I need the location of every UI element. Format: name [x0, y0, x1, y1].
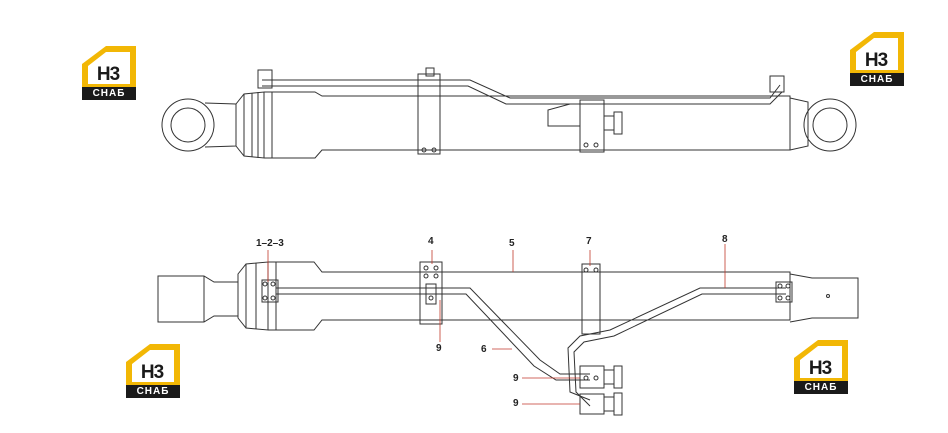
- right-rod-eye-bore: [812, 107, 848, 143]
- watermark-logo-bottom-right: H3 СНАБ: [790, 338, 852, 396]
- logo-mark: H3: [808, 358, 832, 379]
- logo-house-icon: [850, 32, 904, 74]
- callout-5: 5: [509, 238, 515, 249]
- bottom-clamp-4: [419, 261, 443, 325]
- callout-6: 6: [481, 344, 487, 355]
- logo-mark: H3: [864, 50, 888, 71]
- left-eye-neck: [204, 102, 237, 148]
- top-pipe-inner: [262, 85, 783, 105]
- top-gland: [235, 91, 265, 159]
- left-rod-eye: [161, 98, 215, 152]
- bottom-cylinder-view: [157, 261, 859, 416]
- left-rod-end: [157, 275, 239, 323]
- left-rod-eye-bore: [170, 107, 206, 143]
- top-pipe-fitting-left: [257, 69, 273, 89]
- logo-mark: H3: [140, 362, 164, 383]
- watermark-logo-top-right: H3 СНАБ: [846, 30, 908, 88]
- bottom-pipe-2: [567, 287, 786, 401]
- logo-brand: СНАБ: [82, 87, 136, 100]
- bottom-clamp-7: [581, 263, 601, 335]
- callout-8: 8: [722, 234, 728, 245]
- bottom-barrel: [268, 261, 791, 331]
- top-cylinder-view: [161, 67, 857, 159]
- callout-1-2-3: 1–2–3: [256, 238, 284, 249]
- bottom-valve-1: [579, 365, 605, 389]
- callout-9-clamp: 9: [436, 343, 442, 354]
- bottom-pipe-1: [276, 287, 590, 375]
- top-barrel: [264, 91, 791, 159]
- leader-lines: [267, 244, 726, 405]
- logo-brand: СНАБ: [850, 73, 904, 86]
- logo-house-icon: [82, 46, 136, 88]
- top-clamp-1: [417, 73, 441, 155]
- bottom-pipe-1-inner: [276, 293, 590, 381]
- watermark-logo-bottom-left: H3 СНАБ: [122, 342, 184, 400]
- logo-house-icon: [794, 340, 848, 382]
- callout-9-valve-2: 9: [513, 398, 519, 409]
- bottom-pipe-2-inner: [573, 293, 786, 407]
- right-rod-end: [789, 273, 859, 323]
- watermark-logo-top-left: H3 СНАБ: [78, 44, 140, 102]
- bottom-fitting-left: [261, 279, 279, 303]
- top-loop-pipe: [547, 103, 580, 127]
- logo-mark: H3: [96, 64, 120, 85]
- right-eye-neck: [789, 97, 809, 151]
- callout-7: 7: [586, 236, 592, 247]
- bottom-fitting-right: [775, 281, 793, 303]
- top-pipe: [262, 79, 781, 99]
- right-rod-eye: [803, 98, 857, 152]
- callout-9-valve-1: 9: [513, 373, 519, 384]
- top-pipe-fitting-right: [769, 75, 785, 93]
- logo-brand: СНАБ: [126, 385, 180, 398]
- callout-4: 4: [428, 236, 434, 247]
- top-valve-block: [579, 99, 605, 153]
- logo-brand: СНАБ: [794, 381, 848, 394]
- logo-house-icon: [126, 344, 180, 386]
